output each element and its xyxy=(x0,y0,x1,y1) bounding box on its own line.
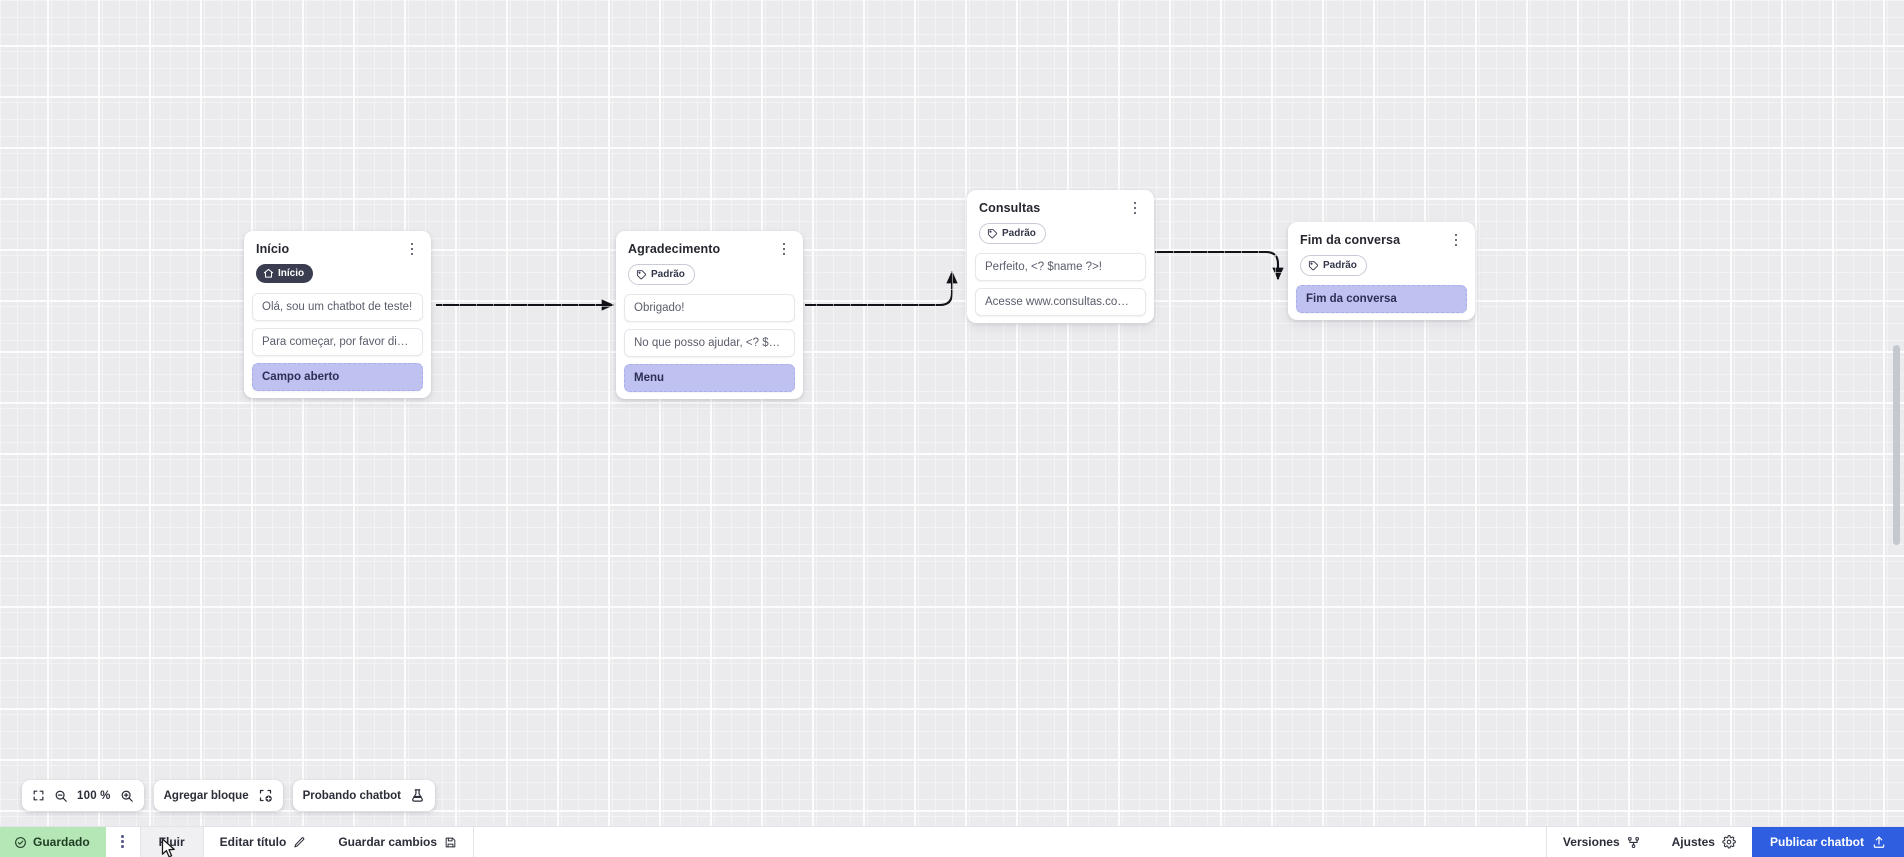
edge-consultas-to-fim xyxy=(1155,250,1284,281)
versions-label: Versiones xyxy=(1562,835,1620,849)
node-blocks: Fim da conversa xyxy=(1288,285,1475,313)
publish-chatbot-button[interactable]: Publicar chatbot xyxy=(1751,827,1904,857)
flow-node-inicio[interactable]: Início Início Olá, sou um chatbot de tes… xyxy=(244,231,431,398)
add-block-icon xyxy=(258,788,273,803)
node-block[interactable]: Acesse www.consultas.com par... xyxy=(975,288,1146,316)
node-blocks: Obrigado! No que posso ajudar, <? $name … xyxy=(616,294,803,392)
node-tag-start[interactable]: Início xyxy=(256,264,314,283)
flow-node-agradecimento[interactable]: Agradecimento Padrão Obrigado! No que po… xyxy=(616,231,803,399)
node-tag-label: Padrão xyxy=(1002,228,1036,239)
pencil-icon xyxy=(293,836,306,849)
settings-label: Ajustes xyxy=(1671,835,1715,849)
status-bar: Guardado Fluir Editar título Guardar cam… xyxy=(0,826,1904,857)
node-header: Início xyxy=(244,231,431,257)
add-block-label: Agregar bloque xyxy=(163,789,249,802)
node-header: Consultas xyxy=(967,190,1154,216)
edit-title-button[interactable]: Editar título xyxy=(204,827,323,857)
node-header: Fim da conversa xyxy=(1288,222,1475,248)
node-tag-row: Padrão xyxy=(616,257,803,294)
tab-fluir-label: Fluir xyxy=(158,835,185,849)
node-tag-default[interactable]: Padrão xyxy=(979,223,1046,244)
flow-node-fim-da-conversa[interactable]: Fim da conversa Padrão Fim da conversa xyxy=(1288,222,1475,320)
add-block-button[interactable]: Agregar bloque xyxy=(153,780,283,811)
edge-layer xyxy=(436,250,1284,311)
publish-chatbot-label: Publicar chatbot xyxy=(1769,835,1864,849)
saved-status-label: Guardado xyxy=(33,835,90,849)
upload-icon xyxy=(1872,835,1886,849)
status-divider xyxy=(1545,827,1547,857)
flow-options-menu-icon[interactable] xyxy=(106,827,140,857)
save-changes-button[interactable]: Guardar cambios xyxy=(322,827,473,857)
test-chatbot-button[interactable]: Probando chatbot xyxy=(292,780,435,811)
test-chatbot-label: Probando chatbot xyxy=(302,789,401,802)
node-block[interactable]: Obrigado! xyxy=(624,294,795,322)
node-block[interactable]: Perfeito, <? $name ?>! xyxy=(975,253,1146,281)
status-divider xyxy=(473,827,475,857)
zoom-out-icon[interactable] xyxy=(54,789,68,803)
node-tag-row: Padrão xyxy=(967,216,1154,253)
node-menu-icon[interactable] xyxy=(777,241,791,257)
node-block[interactable]: No que posso ajudar, <? $name ... xyxy=(624,329,795,357)
save-disk-icon xyxy=(444,836,457,849)
tab-fluir[interactable]: Fluir xyxy=(139,827,204,857)
node-block-accent[interactable]: Menu xyxy=(624,364,795,392)
saved-status-badge: Guardado xyxy=(0,827,106,857)
node-menu-icon[interactable] xyxy=(1128,200,1142,216)
tag-icon xyxy=(1308,261,1319,271)
gear-icon xyxy=(1722,835,1736,849)
node-tag-default[interactable]: Padrão xyxy=(628,264,695,285)
node-tag-label: Início xyxy=(278,268,305,279)
branch-icon xyxy=(1627,836,1640,849)
node-title: Agradecimento xyxy=(628,242,721,256)
node-title: Consultas xyxy=(979,201,1041,215)
node-tag-default[interactable]: Padrão xyxy=(1300,255,1367,276)
node-tag-row: Padrão xyxy=(1288,248,1475,285)
node-block-accent[interactable]: Fim da conversa xyxy=(1296,285,1467,313)
node-blocks: Olá, sou um chatbot de teste! Para começ… xyxy=(244,293,431,391)
node-header: Agradecimento xyxy=(616,231,803,257)
node-menu-icon[interactable] xyxy=(405,241,419,257)
home-icon xyxy=(263,268,274,278)
zoom-level-label: 100 % xyxy=(77,789,111,802)
node-tag-label: Padrão xyxy=(1323,260,1357,271)
versions-button[interactable]: Versiones xyxy=(1547,827,1656,857)
check-circle-icon xyxy=(14,836,27,849)
status-spacer xyxy=(474,827,1546,857)
node-title: Fim da conversa xyxy=(1300,233,1401,247)
node-menu-icon[interactable] xyxy=(1449,232,1463,248)
edit-title-label: Editar título xyxy=(219,835,287,849)
flow-node-consultas[interactable]: Consultas Padrão Perfeito, <? $name ?>! … xyxy=(967,190,1154,323)
flask-icon xyxy=(410,788,425,803)
node-block[interactable]: Olá, sou um chatbot de teste! xyxy=(252,293,423,321)
fit-screen-icon[interactable] xyxy=(32,789,45,802)
settings-button[interactable]: Ajustes xyxy=(1656,827,1752,857)
flow-canvas[interactable]: Início Início Olá, sou um chatbot de tes… xyxy=(0,0,1904,826)
canvas-toolbar: 100 % Agregar bloque Probando chatbot xyxy=(22,780,435,811)
node-title: Início xyxy=(256,242,290,256)
node-block-accent[interactable]: Campo aberto xyxy=(252,363,423,391)
node-block[interactable]: Para começar, por favor digite o ... xyxy=(252,328,423,356)
tag-icon xyxy=(987,229,998,239)
zoom-in-icon[interactable] xyxy=(120,789,134,803)
node-tag-row: Início xyxy=(244,257,431,293)
edge-agradecimento-to-consultas xyxy=(805,270,958,307)
zoom-controls: 100 % xyxy=(22,780,144,811)
node-blocks: Perfeito, <? $name ?>! Acesse www.consul… xyxy=(967,253,1154,316)
save-changes-label: Guardar cambios xyxy=(338,835,438,849)
node-tag-label: Padrão xyxy=(651,269,685,280)
vertical-scrollbar[interactable] xyxy=(1893,345,1900,545)
tag-icon xyxy=(636,270,647,280)
